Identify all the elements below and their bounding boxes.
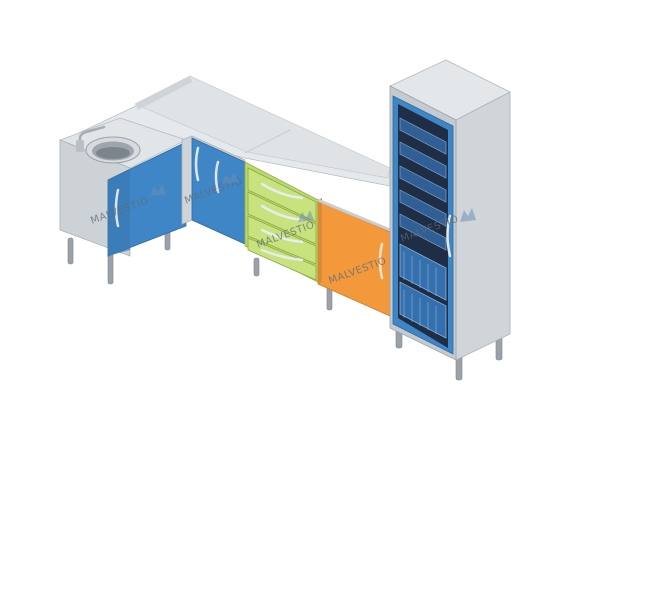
tall-glass-cabinet xyxy=(389,59,511,361)
corner-cabinet xyxy=(181,135,246,245)
drawer-unit xyxy=(244,161,319,283)
malvestio-logo-icon xyxy=(150,172,476,222)
sink-unit xyxy=(58,117,188,257)
orange-cabinet xyxy=(317,198,391,317)
sink-faucet-icon xyxy=(76,125,141,164)
legs xyxy=(67,225,503,381)
countertop xyxy=(59,75,391,187)
shelf-baskets xyxy=(399,117,447,251)
